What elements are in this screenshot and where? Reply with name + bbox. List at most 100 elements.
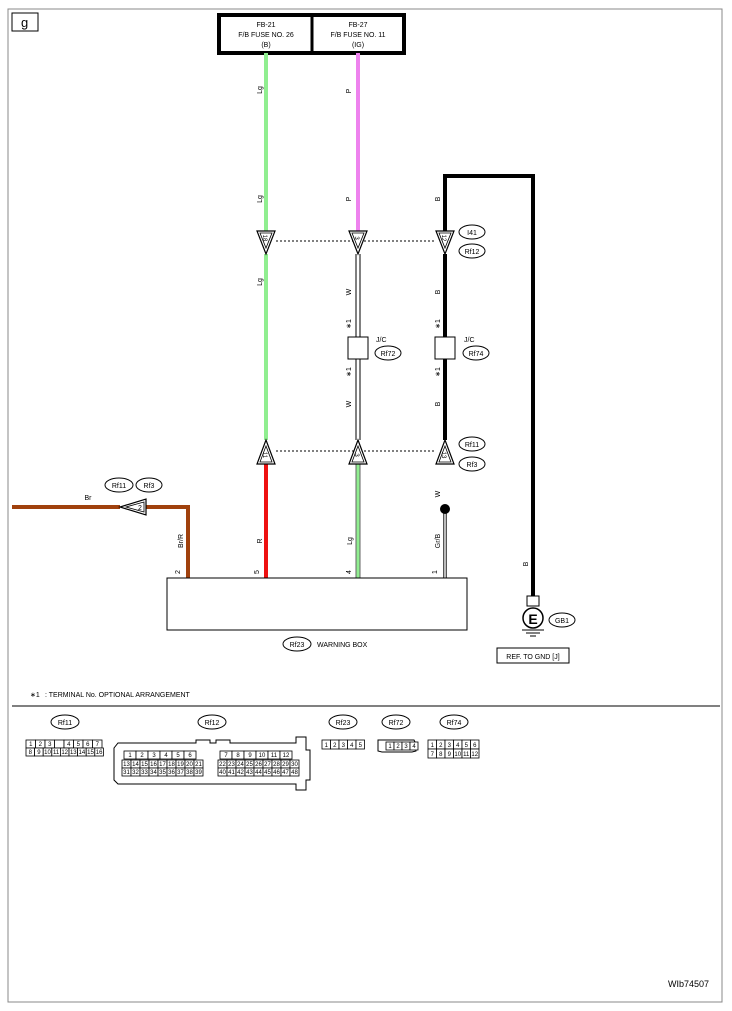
rf12-pin: 43 xyxy=(246,770,253,776)
rf11-pin: 10 xyxy=(44,750,51,756)
page-tag-box xyxy=(11,12,39,32)
rf23-pin: 5 xyxy=(359,743,363,749)
label-star1-b: ∗1 xyxy=(435,319,442,329)
connector-left-2: 2 xyxy=(117,498,147,516)
rf12-pin: 25 xyxy=(246,762,253,768)
rf12-pin: 14 xyxy=(132,762,139,768)
ground-icon xyxy=(522,607,544,629)
rf11-pin: 13 xyxy=(70,750,77,756)
tag-rf74-shape xyxy=(462,345,490,361)
legend-rf74-tag-shape xyxy=(439,714,469,730)
connector-bottom-13-pin: 13 xyxy=(440,452,446,459)
connector-top-3-pin: 3 xyxy=(353,236,359,240)
rf12-pin: 38 xyxy=(186,770,193,776)
tag-rf23-shape xyxy=(282,636,312,652)
tag-rf11-left: Rf11 xyxy=(112,483,126,490)
tag-rf11-left-shape xyxy=(104,477,134,493)
rf23-pin: 1 xyxy=(325,743,329,749)
label-b-c: B xyxy=(435,401,442,406)
connector-top-12: 12 xyxy=(435,230,455,256)
rf12-cell xyxy=(289,767,300,777)
rf11-cell xyxy=(54,739,65,749)
rf12-cell xyxy=(183,750,197,760)
connector-bottom-11: 11 xyxy=(256,438,276,465)
legend-rf72-tag-shape xyxy=(381,714,411,730)
rf74-pin: 8 xyxy=(439,752,443,758)
connector-top-12-pin: 12 xyxy=(440,235,446,242)
rf11-pin: 5 xyxy=(77,742,81,748)
warning-box-name: WARNING BOX xyxy=(317,642,368,649)
rf12-pin: 16 xyxy=(150,762,157,768)
label-p-a: P xyxy=(346,88,353,93)
legend-rf72-title: Rf72 xyxy=(389,720,404,727)
rf74-pin: 10 xyxy=(454,752,461,758)
rf12-pin: 27 xyxy=(264,762,271,768)
rf12-pin: 48 xyxy=(291,770,298,776)
label-star1-a: ∗1 xyxy=(346,319,353,329)
rf11-pin: 3 xyxy=(48,742,52,748)
rf12-pin: 28 xyxy=(273,762,280,768)
label-w-b: W xyxy=(346,400,353,407)
rf12-pin: 20 xyxy=(186,762,193,768)
rf74-cell xyxy=(470,748,480,759)
wire-end-dot xyxy=(440,504,450,514)
connector-tags: I41 Rf12 Rf72 Rf74 Rf11 Rf3 Rf11 Rf3 Rf2… xyxy=(104,224,576,652)
jc-rf72-box xyxy=(347,336,369,360)
label-grb: Gr/B xyxy=(435,533,442,548)
rf12-pin: 24 xyxy=(237,762,244,768)
rf23-cell xyxy=(355,739,365,750)
connector-bottom-3-pin: 3 xyxy=(353,453,359,457)
rf12-pin: 29 xyxy=(282,762,289,768)
rf74-pin: 7 xyxy=(431,752,435,758)
rf72-pin: 2 xyxy=(396,744,400,750)
warning-pin-4: 4 xyxy=(346,570,353,574)
jc-label-a: J/C xyxy=(376,337,387,344)
label-star1-c: ∗1 xyxy=(346,367,353,377)
page-tag: g xyxy=(21,15,28,30)
label-lg-c: Lg xyxy=(257,278,264,286)
ground-ref: REF. TO GND [J] xyxy=(506,654,559,661)
fuse-fb21-line2: F/B FUSE NO. 26 xyxy=(238,32,294,39)
connector-bottom-3: 3 xyxy=(348,438,368,465)
rf12-pin: 40 xyxy=(219,770,226,776)
rf11-pin: 11 xyxy=(53,750,60,756)
rf11-pin: 9 xyxy=(37,750,41,756)
label-w-a: W xyxy=(346,288,353,295)
fuse-fb27: FB-27 F/B FUSE NO. 11 (IG) xyxy=(330,22,385,49)
rf12-pin: 39 xyxy=(195,770,202,776)
rf12-pin: 45 xyxy=(264,770,271,776)
wire-b-loop xyxy=(443,174,535,596)
rf72-pin: 3 xyxy=(404,744,408,750)
rf12-pin: 13 xyxy=(123,762,130,768)
tag-rf72-shape xyxy=(374,345,402,361)
rf12-pin: 46 xyxy=(273,770,280,776)
rf11-pin: 12 xyxy=(61,750,68,756)
label-lg-d: Lg xyxy=(347,537,354,545)
label-w-c: W xyxy=(435,490,442,497)
rf12-pin: 6 xyxy=(188,753,192,759)
rf12-pin: 3 xyxy=(152,753,156,759)
rf12-pin: 2 xyxy=(140,753,144,759)
rf74-pin: 11 xyxy=(463,752,470,758)
label-r: R xyxy=(257,538,264,543)
rf12-pin: 8 xyxy=(236,753,240,759)
rf12-pin: 7 xyxy=(224,753,228,759)
rf12-pin: 11 xyxy=(271,753,278,759)
rf11-pin: 4 xyxy=(67,742,71,748)
rf12-pin: 9 xyxy=(248,753,252,759)
rf11-pin: 14 xyxy=(79,750,86,756)
rf11-pin: 1 xyxy=(29,742,33,748)
tag-rf23: Rf23 xyxy=(290,642,305,649)
rf23-pin: 4 xyxy=(350,743,354,749)
label-b-b: B xyxy=(435,289,442,294)
tag-rf3-left-shape xyxy=(135,477,163,493)
rf12-pin: 23 xyxy=(228,762,235,768)
rf74-pin: 9 xyxy=(448,752,452,758)
rf12-pin: 26 xyxy=(255,762,262,768)
legend-rf11-title: Rf11 xyxy=(58,720,72,727)
rf12-pin: 44 xyxy=(255,770,262,776)
label-lg-a: Lg xyxy=(257,86,264,94)
rf12-pin: 5 xyxy=(176,753,180,759)
label-p-b: P xyxy=(346,196,353,201)
